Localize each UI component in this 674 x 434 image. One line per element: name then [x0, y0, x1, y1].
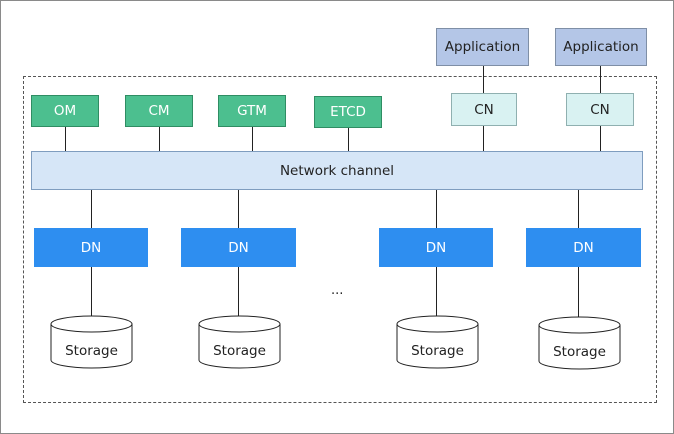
connector-dn4-storage	[578, 267, 579, 317]
storage-cylinder-3: Storage	[396, 315, 479, 369]
om-box: OM	[31, 95, 99, 127]
connector-cn2-network	[600, 126, 601, 151]
storage-label: Storage	[213, 343, 266, 359]
storage-cylinder-2: Storage	[198, 315, 281, 369]
dn-box-1: DN	[34, 228, 148, 267]
connector-network-dn4	[578, 190, 579, 228]
connector-dn3-storage	[436, 267, 437, 317]
storage-cylinder-1: Storage	[50, 315, 133, 369]
etcd-box: ETCD	[314, 96, 382, 128]
connector-om-network	[65, 127, 66, 151]
database-icon	[396, 315, 479, 369]
storage-label: Storage	[411, 343, 464, 359]
connector-dn1-storage	[91, 267, 92, 317]
connector-gtm-network	[252, 127, 253, 151]
connector-dn2-storage	[238, 267, 239, 317]
cm-box: CM	[125, 95, 193, 127]
database-icon	[198, 315, 281, 369]
connector-cm-network	[159, 127, 160, 151]
database-icon	[50, 315, 133, 369]
application-box-2: Application	[555, 28, 647, 66]
connector-app2-cn2	[600, 66, 601, 93]
connector-etcd-network	[348, 127, 349, 151]
dn-box-2: DN	[181, 228, 296, 267]
more-nodes-ellipsis: ...	[331, 283, 344, 298]
connector-cn1-network	[483, 126, 484, 151]
cn-box-2: CN	[566, 93, 634, 126]
connector-network-dn2	[238, 190, 239, 228]
connector-network-dn3	[436, 190, 437, 228]
database-icon	[538, 316, 621, 370]
storage-label: Storage	[553, 344, 606, 360]
network-channel-bar: Network channel	[31, 151, 643, 190]
application-box-1: Application	[436, 28, 529, 66]
storage-cylinder-4: Storage	[538, 316, 621, 370]
gtm-box: GTM	[218, 95, 286, 127]
dn-box-3: DN	[379, 228, 493, 267]
dn-box-4: DN	[526, 228, 641, 267]
connector-network-dn1	[91, 190, 92, 228]
cn-box-1: CN	[451, 93, 517, 126]
storage-label: Storage	[65, 343, 118, 359]
connector-app1-cn1	[483, 66, 484, 93]
cluster-boundary	[23, 76, 657, 403]
